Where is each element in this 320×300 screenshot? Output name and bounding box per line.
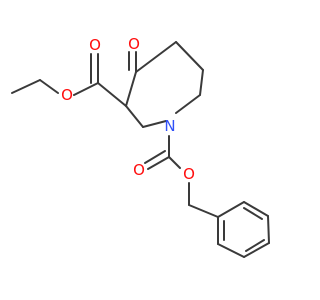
ketone-group (128, 51, 137, 73)
ethyl-ester-group (11, 53, 127, 107)
bond-ph-6-1 (217, 201, 245, 218)
bond-ch2-ch3 (11, 79, 41, 94)
benzyl-carbamate-group (144, 135, 219, 218)
molecule-structure: O O O N O O (11, 35, 270, 258)
phenyl-ring (217, 201, 270, 258)
bond-carbamate-c-o-double-a (147, 156, 170, 170)
bond-c6-c5 (175, 41, 204, 71)
ester-carbonyl-oxygen-label: O (89, 36, 101, 54)
ring-nitrogen-label: N (164, 117, 175, 135)
bond-ch2-phenyl (188, 204, 219, 218)
carbamate-carbonyl-oxygen-label: O (133, 161, 145, 179)
bond-ph-3-4 (243, 242, 270, 258)
bond-ph-inner-c (243, 207, 263, 220)
bond-ph-inner-b (245, 239, 265, 252)
ketone-oxygen-label: O (128, 35, 140, 53)
bond-c7-c6 (199, 69, 204, 96)
bond-ph-4-5 (267, 215, 270, 244)
bond-c5-c4 (135, 41, 177, 73)
bond-ph-5-6 (243, 201, 269, 217)
bond-ph-2-3 (217, 243, 245, 258)
azepane-ring (125, 41, 204, 128)
bond-c3-carbonyl (97, 82, 127, 107)
bond-o-ch2 (39, 79, 59, 94)
bond-c3-c2 (125, 105, 144, 128)
bond-n1-c7 (175, 94, 201, 114)
bond-carbamate-c-o-single (168, 156, 181, 169)
bond-carbamate-c-o-double-b (144, 150, 166, 164)
carbamate-ether-oxygen-label: O (183, 165, 195, 183)
bond-ester-c-o-single (73, 82, 99, 96)
ester-ether-oxygen-label: O (61, 86, 73, 104)
bond-c2-n1 (142, 120, 167, 128)
bond-c4-c3 (125, 71, 137, 107)
